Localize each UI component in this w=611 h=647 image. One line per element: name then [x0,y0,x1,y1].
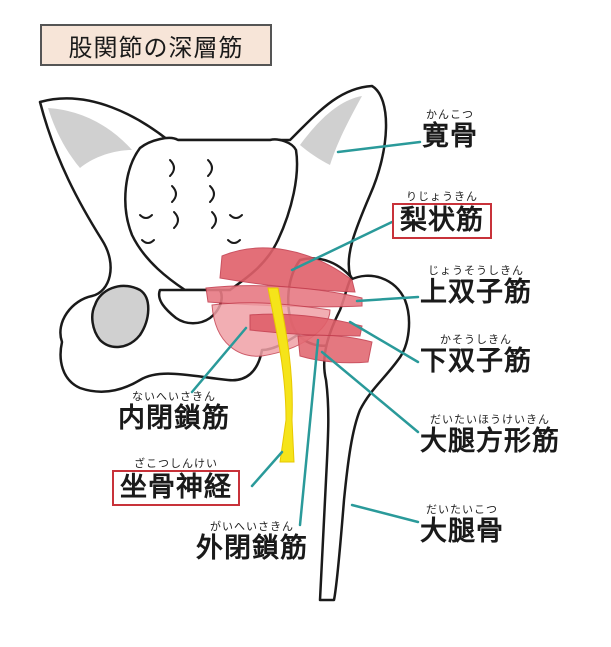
sciatic-nerve [267,287,295,463]
name-daitaihokeikin: 大腿方形筋 [420,426,560,457]
label-rijokin: りじょうきん 梨状筋 [392,190,492,239]
label-jososhikin: じょうそうしきん 上双子筋 [420,264,532,309]
ruby-rijokin: りじょうきん [406,190,478,203]
ruby-zakotsushinkei: ざこつしんけい [134,457,218,470]
name-kasoshikin: 下双子筋 [420,346,532,377]
name-kankotsu: 寛骨 [422,121,478,152]
name-rijokin: 梨状筋 [392,203,492,239]
name-zakotsushinkei: 坐骨神経 [112,470,240,506]
ruby-kasoshikin: かそうしきん [440,333,512,346]
ruby-gaiheisakin: がいへいさきん [210,520,294,533]
label-naiheisakin: ないへいさきん 内閉鎖筋 [118,390,230,435]
label-kankotsu: かんこつ 寛骨 [422,108,478,153]
quadratus-femoris-muscle [297,334,373,364]
label-daitaikotsu: だいたいこつ 大腿骨 [420,503,504,548]
ruby-daitaihokeikin: だいたいほうけいきん [430,413,550,426]
ruby-jososhikin: じょうそうしきん [428,264,524,277]
label-zakotsushinkei: ざこつしんけい 坐骨神経 [112,457,240,506]
diagram-title: 股関節の深層筋 [40,24,272,66]
name-daitaikotsu: 大腿骨 [420,516,504,547]
leader-lines [190,140,422,527]
ruby-daitaikotsu: だいたいこつ [426,503,498,516]
label-daitaihokeikin: だいたいほうけいきん 大腿方形筋 [420,413,560,458]
name-jososhikin: 上双子筋 [420,277,532,308]
label-gaiheisakin: がいへいさきん 外閉鎖筋 [196,520,308,565]
name-naiheisakin: 内閉鎖筋 [118,403,230,434]
name-gaiheisakin: 外閉鎖筋 [196,533,308,564]
piriformis-muscle [219,247,356,293]
ruby-kankotsu: かんこつ [426,108,474,121]
ruby-naiheisakin: ないへいさきん [132,390,216,403]
label-kasoshikin: かそうしきん 下双子筋 [420,333,532,378]
